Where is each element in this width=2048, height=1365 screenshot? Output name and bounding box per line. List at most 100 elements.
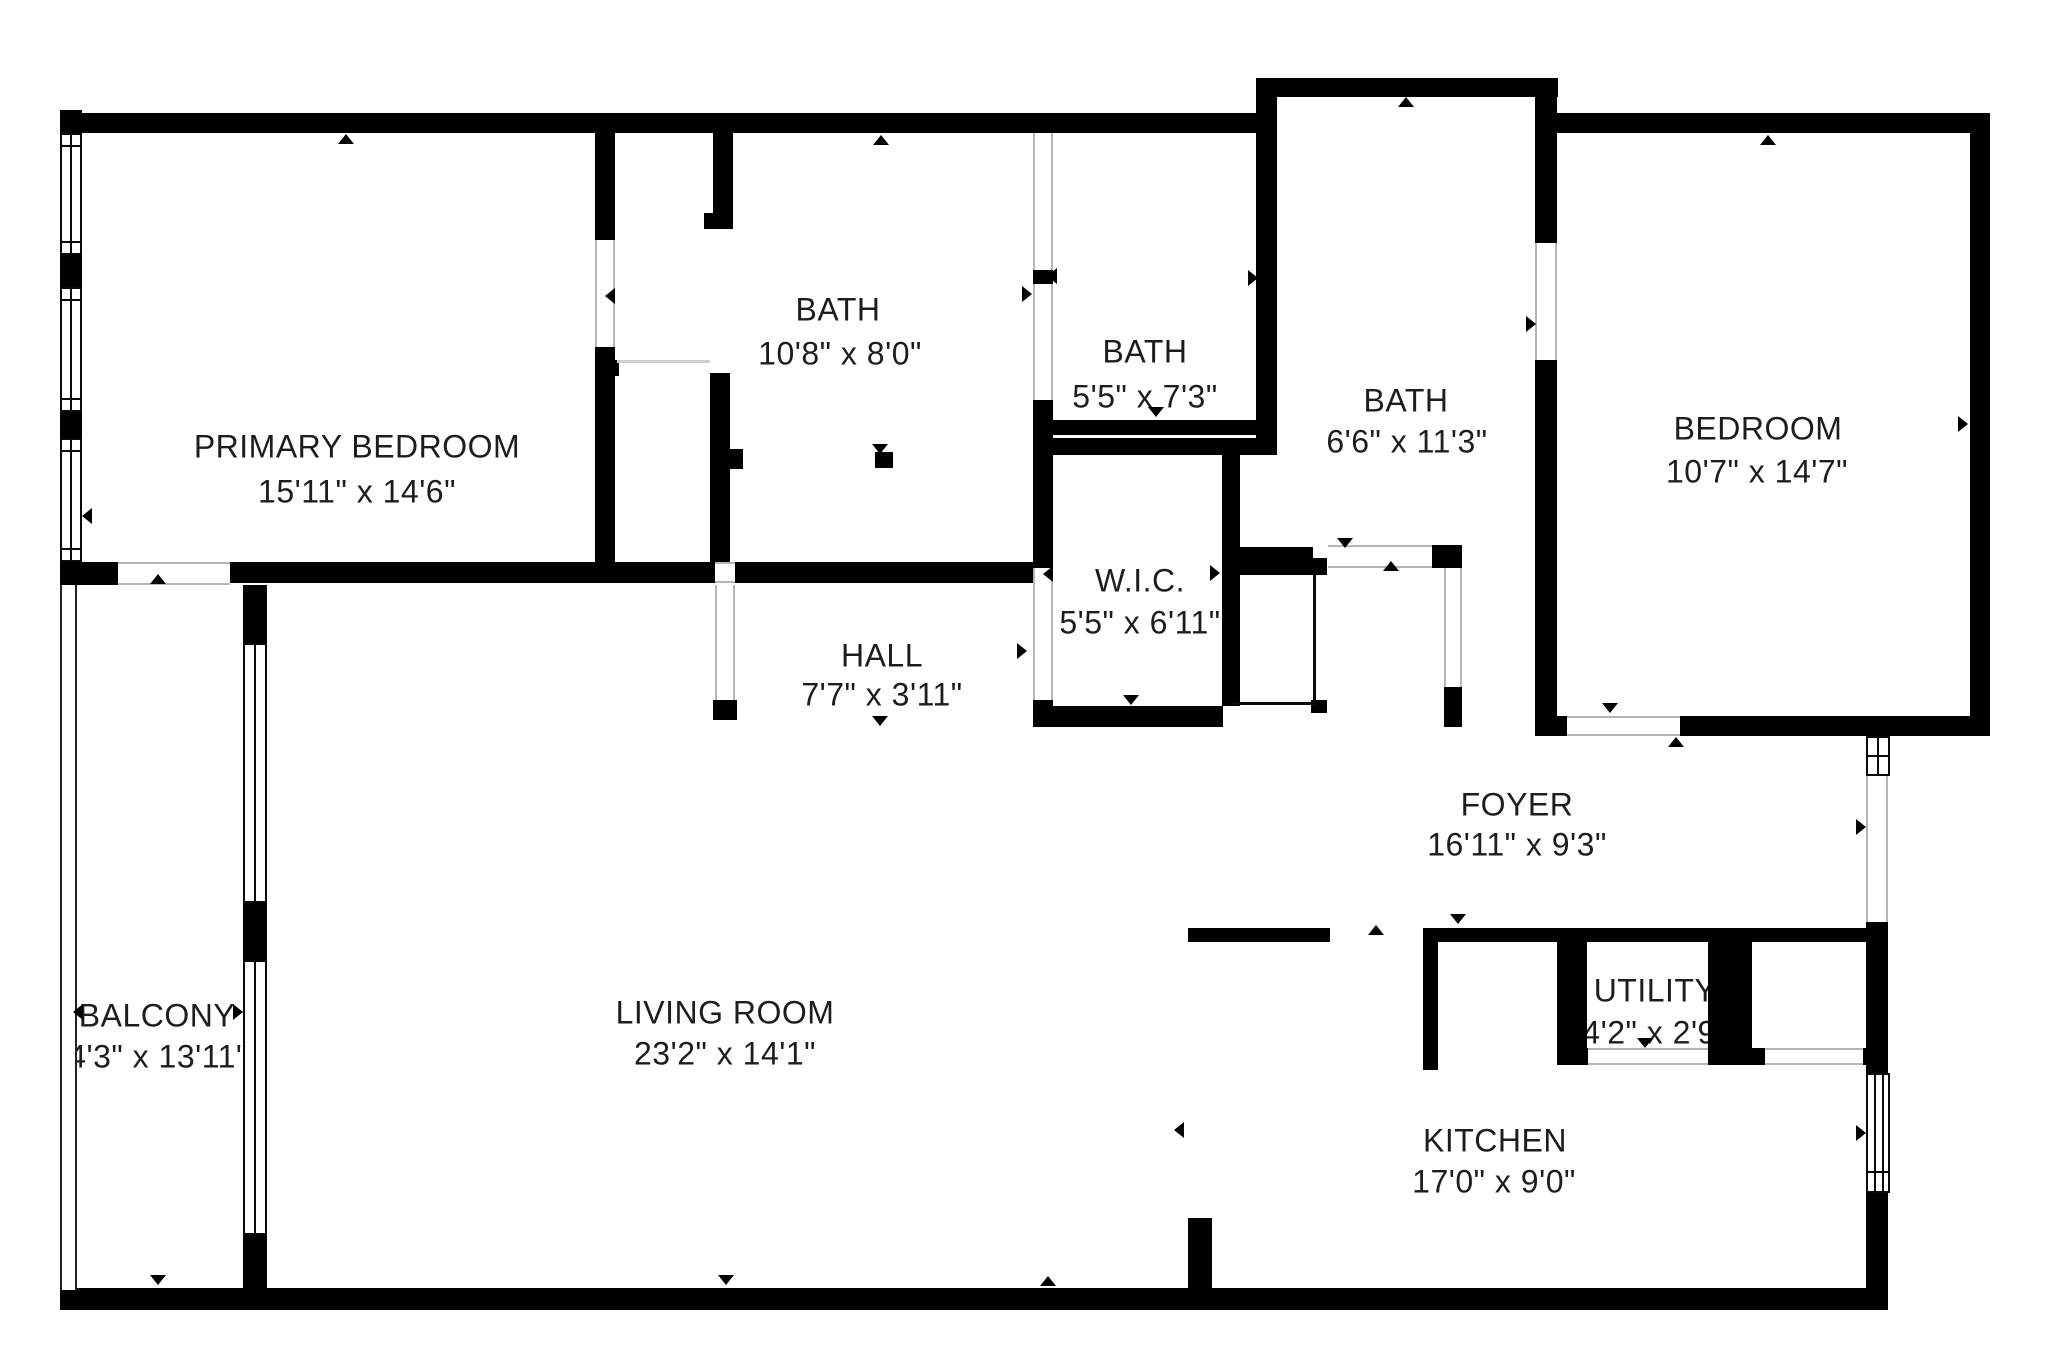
door-opening	[715, 585, 735, 700]
door-arrow-icon	[1174, 1122, 1184, 1138]
room-label-bedroom: BEDROOM	[1673, 410, 1843, 447]
door-arrow-icon	[1047, 268, 1057, 284]
wall-segment	[1188, 928, 1330, 942]
door-opening	[1033, 133, 1053, 270]
room-dims-bath-2: 5'5" x 7'3"	[1072, 378, 1218, 415]
wall-segment	[1311, 558, 1327, 575]
room-dims-living-room: 23'2" x 14'1"	[634, 1035, 816, 1072]
wall-segment	[713, 133, 733, 215]
window-muntin	[1874, 1075, 1876, 1191]
window	[1866, 736, 1890, 776]
door-arrow-icon	[1125, 438, 1141, 448]
door-opening	[1588, 1048, 1708, 1065]
door-arrow-icon	[1729, 986, 1739, 1002]
wall-segment	[710, 373, 730, 567]
room-label-bath-1: BATH	[795, 291, 881, 328]
wall-segment	[1863, 1048, 1888, 1065]
window-muntin	[62, 299, 80, 301]
wall-segment	[230, 562, 715, 583]
wall-segment	[713, 700, 737, 720]
wall-segment	[60, 562, 118, 585]
wall-segment	[1033, 700, 1053, 727]
door-arrow-icon	[1040, 1276, 1056, 1286]
wall-segment	[1680, 716, 1990, 736]
wall-segment	[735, 562, 1033, 583]
wall-segment	[1432, 545, 1462, 568]
door-opening	[1535, 243, 1557, 360]
window-muntin	[254, 962, 256, 1233]
wall-segment	[1708, 1048, 1765, 1065]
window	[60, 438, 82, 562]
window-muntin	[62, 241, 80, 243]
door-arrow-icon	[1856, 1125, 1866, 1141]
door-arrow-icon	[1337, 538, 1353, 548]
wall-segment	[1866, 1193, 1888, 1310]
window-muntin	[62, 398, 80, 400]
wall-segment	[1535, 360, 1557, 716]
wall-segment	[60, 1288, 1888, 1310]
room-dims-foyer: 16'11" x 9'3"	[1427, 826, 1607, 863]
wall-segment	[1535, 716, 1567, 736]
window	[1866, 1073, 1890, 1193]
window-muntin	[70, 135, 72, 253]
door-arrow-icon	[1383, 561, 1399, 571]
door-arrow-icon	[873, 135, 889, 145]
door-opening	[1033, 568, 1053, 700]
room-dims-bath-1: 10'8" x 8'0"	[758, 335, 922, 372]
room-dims-utility: 4'2" x 2'9"	[1582, 1014, 1728, 1051]
door-arrow-icon	[1450, 914, 1466, 924]
wall-segment	[243, 585, 267, 643]
wall-segment	[1423, 928, 1888, 942]
wall-segment	[704, 213, 733, 229]
room-dims-balcony: 4'3" x 13'11"	[68, 1038, 248, 1075]
room-label-primary-bedroom: PRIMARY BEDROOM	[193, 428, 521, 465]
room-label-kitchen: KITCHEN	[1423, 1122, 1567, 1159]
wall-segment	[60, 412, 82, 438]
door-opening	[118, 562, 230, 585]
wall-segment	[60, 113, 1258, 133]
door-arrow-icon	[1668, 737, 1684, 747]
wall-segment	[60, 255, 82, 287]
room-label-utility: UTILITY	[1593, 972, 1717, 1009]
room-dims-wic: 5'5" x 6'11"	[1059, 604, 1221, 641]
door-opening	[1033, 284, 1053, 400]
door-arrow-icon	[150, 574, 166, 584]
wall-segment	[1423, 942, 1438, 1070]
wall-segment	[1557, 113, 1990, 133]
wall-segment	[595, 133, 615, 240]
window-muntin	[70, 440, 72, 560]
balcony-railing	[60, 585, 77, 1290]
window-muntin	[62, 145, 80, 147]
window-muntin	[62, 548, 80, 550]
room-label-bath-3: BATH	[1363, 382, 1449, 419]
room-dims-bath-3: 6'6" x 11'3"	[1326, 423, 1488, 460]
window	[243, 643, 267, 903]
door-arrow-icon	[1017, 643, 1027, 659]
door-opening	[1328, 545, 1432, 568]
door-arrow-icon	[872, 716, 888, 726]
wall-segment	[1222, 455, 1240, 706]
door-arrow-icon	[1637, 1038, 1653, 1048]
door-arrow-icon	[150, 1275, 166, 1285]
wall-segment	[1053, 706, 1223, 727]
door-arrow-icon	[1210, 565, 1220, 581]
door-arrow-icon	[1043, 566, 1053, 582]
wall-segment	[1256, 78, 1558, 97]
door-arrow-icon	[1602, 703, 1618, 713]
room-label-wic: W.I.C.	[1094, 562, 1186, 599]
door-arrow-icon	[1368, 925, 1384, 935]
window	[60, 133, 82, 255]
door-arrow-icon	[1760, 135, 1776, 145]
room-label-living-room: LIVING ROOM	[615, 994, 835, 1031]
window	[60, 287, 82, 412]
room-dims-kitchen: 17'0" x 9'0"	[1412, 1163, 1576, 1200]
wall-segment	[243, 1235, 267, 1288]
door-arrow-icon	[1123, 695, 1139, 705]
wall-segment	[1233, 547, 1313, 575]
wall-segment	[1053, 438, 1257, 455]
room-label-balcony: BALCONY	[78, 997, 236, 1034]
wall-segment	[1188, 1218, 1212, 1288]
window-muntin	[1868, 1171, 1888, 1173]
window	[243, 960, 267, 1235]
door-arrow-icon	[1148, 407, 1164, 417]
